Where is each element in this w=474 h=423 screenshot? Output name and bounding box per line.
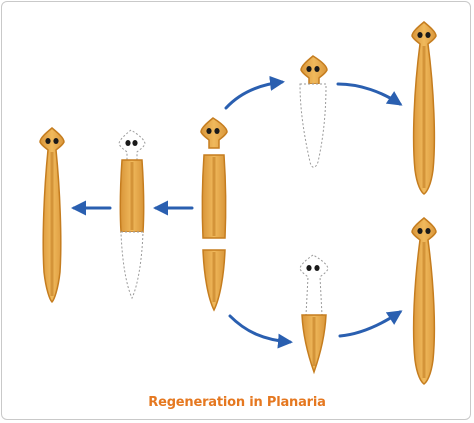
arrow-center-to-top-middle bbox=[224, 75, 285, 110]
diagram-caption: Regeneration in Planaria bbox=[148, 395, 326, 410]
eye-icon bbox=[425, 228, 431, 234]
eye-icon bbox=[125, 140, 131, 146]
eye-icon bbox=[425, 32, 431, 38]
eye-icon bbox=[45, 138, 51, 144]
middle-left-worm-regrowing-head-and-tail bbox=[118, 129, 146, 300]
missing-head-outline bbox=[118, 129, 146, 161]
missing-body-outline bbox=[299, 83, 327, 168]
eye-icon bbox=[214, 128, 220, 134]
missing-tail-outline bbox=[120, 231, 144, 300]
top-right-worm-regenerated bbox=[411, 21, 437, 195]
eye-icon bbox=[132, 140, 138, 146]
arrow-top-middle-to-top-right bbox=[336, 82, 403, 106]
eye-icon bbox=[53, 138, 59, 144]
missing-head-outline bbox=[299, 254, 329, 316]
eye-icon bbox=[306, 66, 312, 72]
bottom-right-worm-regenerated bbox=[411, 217, 437, 385]
left-worm-regenerated bbox=[39, 127, 65, 304]
arrow-bottom-middle-to-bottom-right bbox=[338, 310, 403, 338]
center-worm-being-cut bbox=[200, 117, 228, 312]
head-piece bbox=[300, 55, 328, 85]
head-section bbox=[200, 117, 228, 149]
eye-icon bbox=[314, 66, 320, 72]
bottom-middle-tail-regrowing-head bbox=[299, 254, 329, 375]
eye-icon bbox=[417, 228, 423, 234]
eye-icon bbox=[206, 128, 212, 134]
arrow-center-to-bottom-middle bbox=[228, 314, 293, 349]
eye-icon bbox=[417, 32, 423, 38]
top-middle-head-regrowing-body bbox=[299, 55, 328, 168]
eye-icon bbox=[306, 265, 312, 271]
eye-icon bbox=[314, 265, 320, 271]
